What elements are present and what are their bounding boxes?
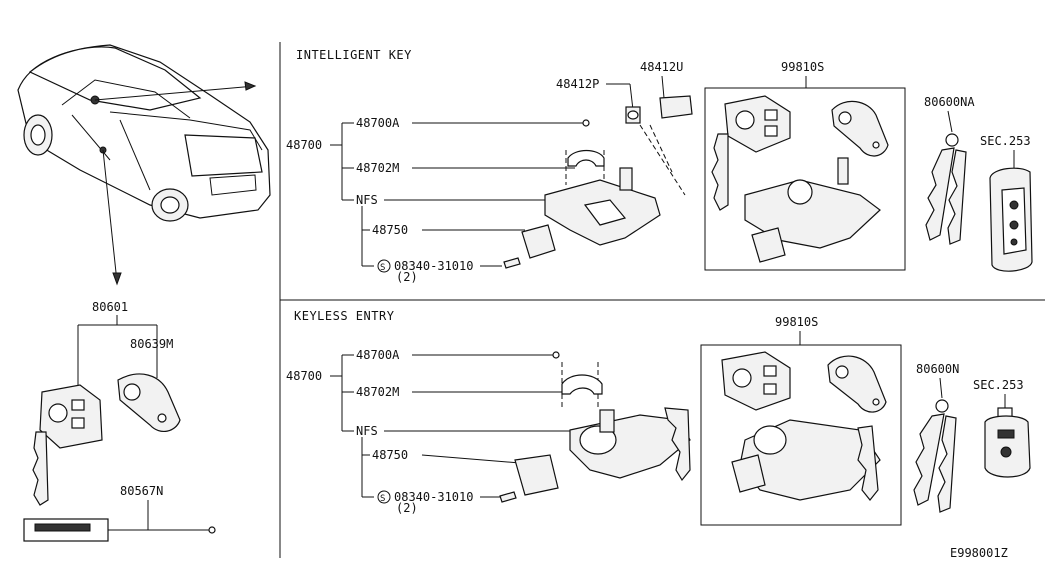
section-title-intelligent-key: INTELLIGENT KEY [296, 48, 412, 62]
kit-parts-ik [711, 95, 889, 263]
steering-lock-ke [499, 351, 691, 503]
label-99810S-ik: 99810S [781, 60, 824, 74]
callout-arrow-upper [94, 85, 256, 101]
kit-parts-ke [721, 351, 887, 501]
label-48702M-ik: 48702M [356, 161, 399, 175]
steering-lock-ik [503, 95, 693, 269]
mechanical-key-ke [913, 399, 957, 513]
label-48750-ke: 48750 [372, 448, 408, 462]
arrow-head-icon [112, 272, 122, 286]
label-80600N: 80600N [916, 362, 959, 376]
diagram-code: E998001Z [950, 546, 1008, 560]
label-48412P: 48412P [556, 77, 599, 91]
label-screw-ik: 08340-31010 [394, 259, 473, 273]
label-99810S-ke: 99810S [775, 315, 818, 329]
barcode-icon [34, 523, 91, 532]
label-80601: 80601 [92, 300, 128, 314]
label-80567N: 80567N [120, 484, 163, 498]
section-title-keyless-entry: KEYLESS ENTRY [294, 309, 395, 323]
screw-symbol-icon [377, 490, 391, 504]
label-nfs-ik: NFS [356, 193, 378, 207]
label-sec253-ik: SEC.253 [980, 134, 1031, 148]
svg-text:S: S [380, 494, 385, 504]
label-nfs-ke: NFS [356, 424, 378, 438]
remote-fob-ik [989, 167, 1033, 272]
remote-fob-ke [984, 407, 1031, 478]
screw-symbol-icon [377, 259, 391, 273]
label-48750-ik: 48750 [372, 223, 408, 237]
vehicle-illustration [17, 44, 271, 222]
label-sec253-ke: SEC.253 [973, 378, 1024, 392]
kit-box-ik [704, 87, 906, 271]
label-48700-ke: 48700 [286, 369, 322, 383]
svg-text:S: S [380, 263, 385, 273]
label-48700A-ke: 48700A [356, 348, 400, 362]
arrow-head-icon [244, 81, 257, 91]
label-screw-ke: 08340-31010 [394, 490, 473, 504]
label-48412U: 48412U [640, 60, 683, 74]
cylinder-set-left [32, 373, 181, 506]
label-48702M-ke: 48702M [356, 385, 399, 399]
kit-box-ke [700, 344, 902, 526]
label-screw-qty-ik: (2) [396, 270, 418, 284]
callout-arrow-lower [102, 149, 118, 283]
mechanical-key-ik [925, 133, 967, 245]
label-80600NA: 80600NA [924, 95, 975, 109]
label-screw-qty-ke: (2) [396, 501, 418, 515]
label-48700-ik: 48700 [286, 138, 322, 152]
label-48700A-ik: 48700A [356, 116, 400, 130]
label-80639M: 80639M [130, 337, 173, 351]
